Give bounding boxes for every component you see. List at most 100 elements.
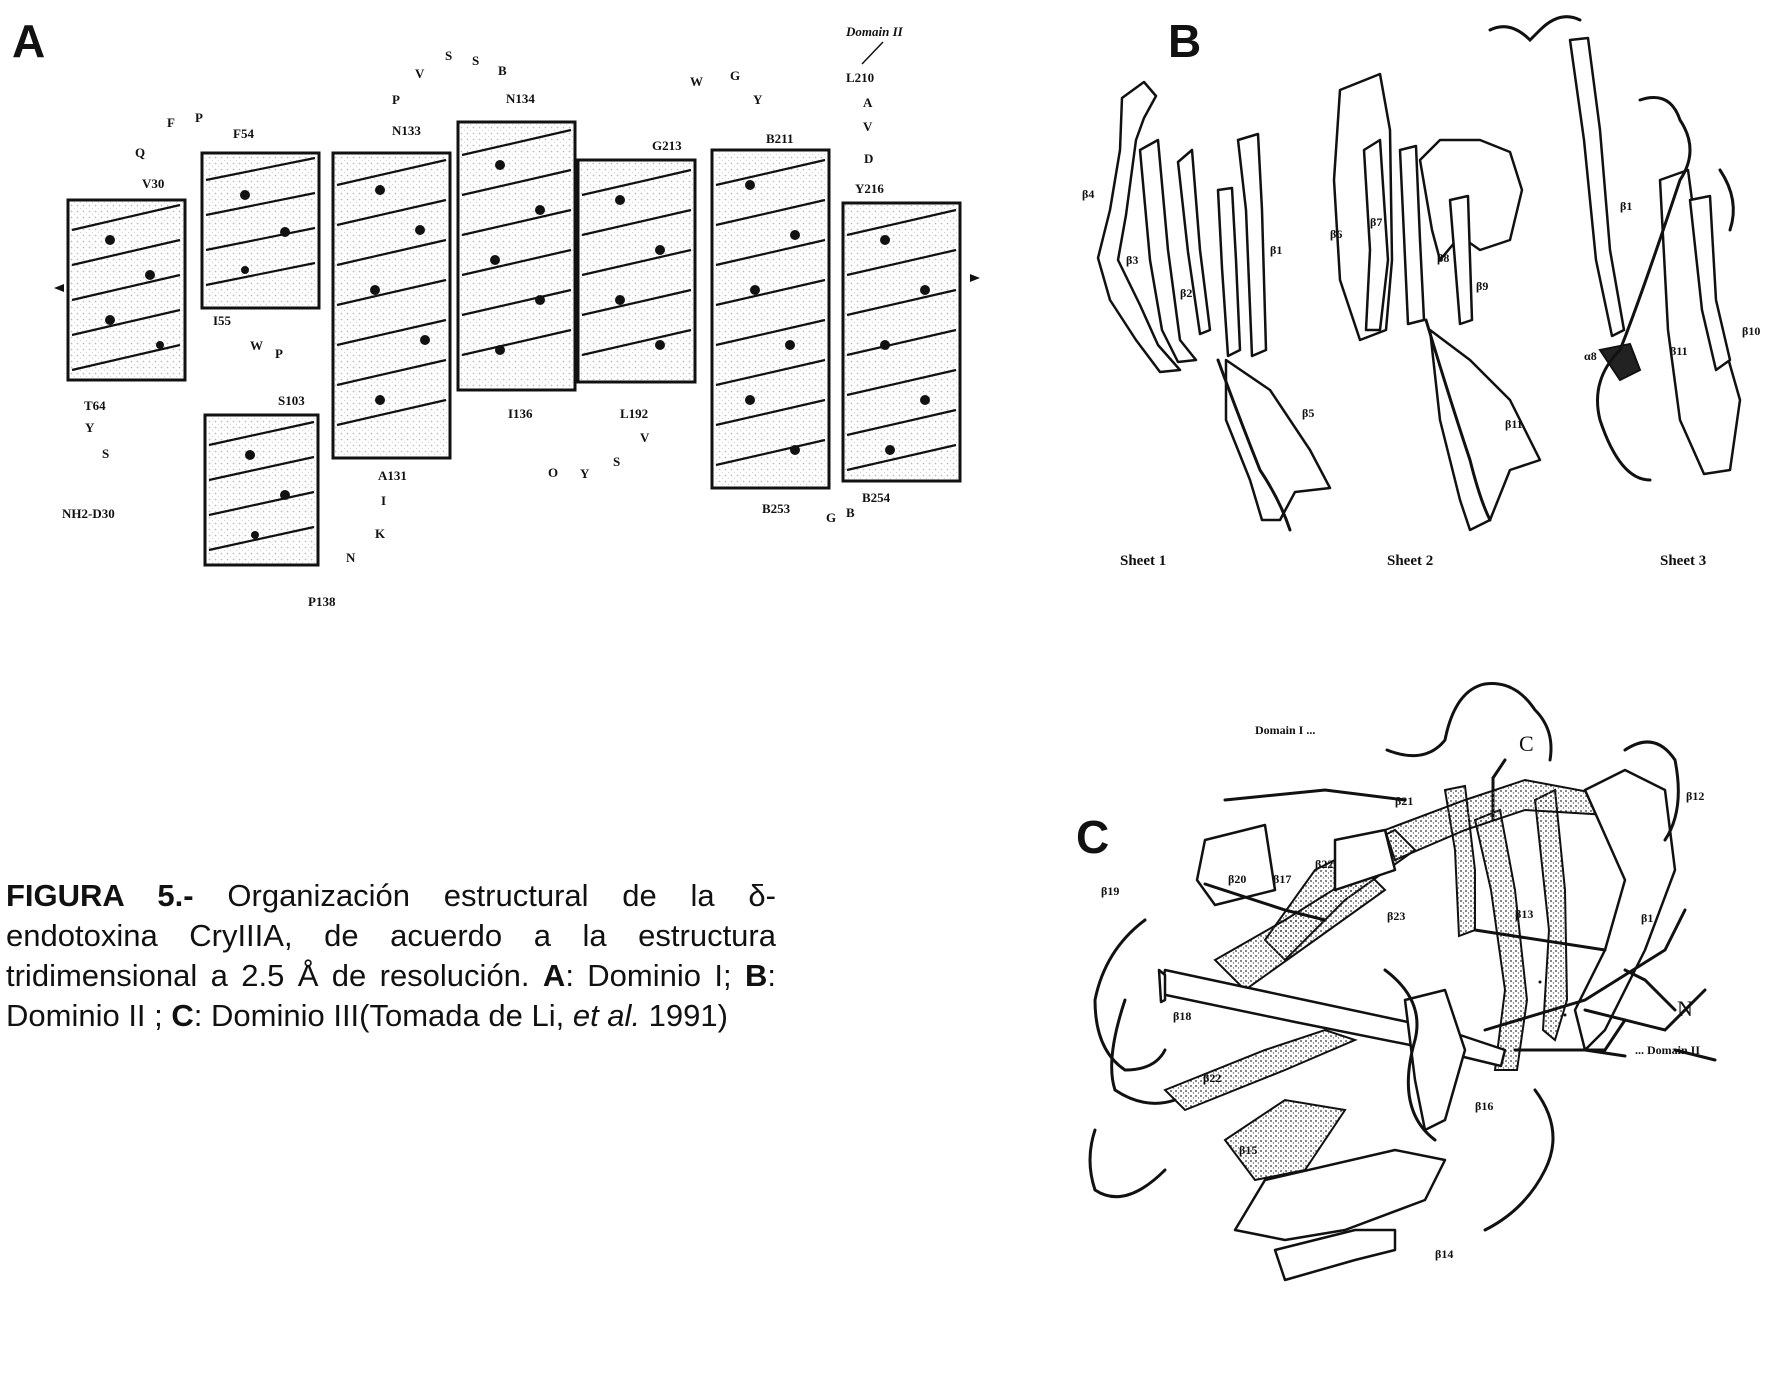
- figure-caption: FIGURA 5.- Organización estructural de l…: [6, 876, 776, 1036]
- loop-residue: B: [498, 63, 507, 78]
- residue-label: B254: [862, 490, 891, 505]
- strand-label: β12: [1686, 789, 1704, 803]
- loop-residue: P: [195, 110, 203, 125]
- sheet-1-label: Sheet 1: [1120, 553, 1166, 569]
- loop-residue: A: [863, 95, 873, 110]
- domain-i-label: Domain I ...: [1255, 723, 1315, 737]
- residue-label: N134: [506, 91, 535, 106]
- panel-b-sheets: β4 β3 β2 β1 β5 Sheet 1 β6 β7 β8 β9 β11 S…: [1040, 0, 1760, 600]
- loop-residue: V: [863, 119, 873, 134]
- loop-residue: W: [250, 338, 263, 353]
- sheet-1-ribbons: [1098, 82, 1330, 530]
- residue-label: Y216: [855, 181, 884, 196]
- caption-key-a: A: [543, 958, 565, 993]
- sheet-2-ribbons: [1334, 74, 1540, 530]
- loop-residue: S: [613, 454, 620, 469]
- strand-label: β1: [1641, 911, 1653, 925]
- residue-label: S103: [278, 393, 305, 408]
- caption-key-c: C: [171, 998, 193, 1033]
- residue-label: I136: [508, 406, 533, 421]
- loop-residue: Y: [580, 466, 590, 481]
- strand-label: β9: [1476, 279, 1488, 293]
- domain-ii-label: Domain II: [845, 24, 904, 39]
- strand-label: β21: [1395, 794, 1413, 808]
- panel-c-ribbon: Domain I ... C: [1065, 670, 1755, 1380]
- strand-label: β3: [1126, 253, 1138, 267]
- panel-a-helix-diagram: Domain II V30 F54 I55 S103 N133 N134 I13…: [40, 0, 1020, 620]
- c-terminus-label: C: [1519, 731, 1534, 756]
- residue-label: V30: [142, 176, 164, 191]
- helix-box-6: [578, 160, 695, 382]
- strand-label: β5: [1302, 406, 1314, 420]
- helix-box-1: [68, 200, 185, 380]
- helix-box-4: [333, 153, 450, 458]
- caption-et-al: et al.: [573, 998, 640, 1033]
- loop-residue: Y: [85, 420, 95, 435]
- loop-residue: B: [846, 505, 855, 520]
- residue-label: I55: [213, 313, 232, 328]
- strand-label: β2: [1180, 286, 1192, 300]
- loop-residue: I: [381, 493, 386, 508]
- loop-residue: S: [102, 446, 109, 461]
- helix-box-3: [205, 415, 318, 565]
- residue-label: B211: [766, 131, 793, 146]
- caption-text-a: : Dominio I;: [565, 958, 745, 993]
- residue-label: F54: [233, 126, 254, 141]
- loop-residue: G: [730, 68, 740, 83]
- strand-label: β10: [1742, 324, 1760, 338]
- residue-label: B253: [762, 501, 791, 516]
- strand-label: β4: [1082, 187, 1094, 201]
- loop-residue: Y: [753, 92, 763, 107]
- strand-label: β14: [1435, 1247, 1453, 1261]
- strand-label: β11: [1670, 344, 1688, 358]
- strand-label: β7: [1370, 215, 1382, 229]
- caption-key-b: B: [745, 958, 767, 993]
- sheet-3-ribbons: [1490, 17, 1740, 480]
- loop-residue: P: [392, 92, 400, 107]
- sheet-3-label: Sheet 3: [1660, 553, 1706, 569]
- residue-label: P138: [308, 594, 336, 609]
- n-terminus-label: N: [1677, 996, 1693, 1021]
- strand-label: β23: [1387, 909, 1405, 923]
- sheet-2-label: Sheet 2: [1387, 553, 1433, 569]
- strand-label: β8: [1437, 251, 1449, 265]
- loop-residue: O: [548, 465, 558, 480]
- strand-label: β19: [1101, 884, 1119, 898]
- strand-label: β20: [1228, 872, 1246, 886]
- domain-ii-label: ... Domain II: [1635, 1043, 1700, 1057]
- strand-label: β6: [1330, 227, 1342, 241]
- loop-residue: S: [472, 53, 479, 68]
- loop-residue: K: [375, 526, 386, 541]
- residue-label: G213: [652, 138, 682, 153]
- residue-label: N133: [392, 123, 421, 138]
- strand-label: β1: [1270, 243, 1282, 257]
- strand-label: β22: [1315, 857, 1333, 871]
- figure-label: FIGURA 5.-: [6, 878, 194, 913]
- residue-label: T64: [84, 398, 106, 413]
- loop-residue: G: [826, 510, 836, 525]
- helix-box-2: [202, 153, 319, 308]
- strand-label: β18: [1173, 1009, 1191, 1023]
- loop-residue: V: [415, 66, 425, 81]
- residue-label: L192: [620, 406, 648, 421]
- strand-label: α8: [1584, 349, 1597, 363]
- loop-residue: D: [864, 151, 873, 166]
- residue-label: A131: [378, 468, 407, 483]
- loop-residue: W: [690, 74, 703, 89]
- strand-label: β11: [1505, 417, 1523, 431]
- strand-label: β1: [1620, 199, 1632, 213]
- loop-residue: V: [640, 430, 650, 445]
- loop-residue: N: [346, 550, 356, 565]
- strand-label: β17: [1273, 872, 1291, 886]
- loop-residue: F: [167, 115, 175, 130]
- loop-residue: S: [445, 48, 452, 63]
- caption-year: 1991): [640, 998, 728, 1033]
- strand-label: β22: [1203, 1071, 1221, 1085]
- helix-box-5: [458, 122, 575, 390]
- strand-label: β15: [1239, 1143, 1257, 1157]
- strand-label: β13: [1515, 907, 1533, 921]
- residue-label: NH2-D30: [62, 506, 115, 521]
- helix-box-7: [712, 150, 829, 488]
- loop-residue: Q: [135, 145, 145, 160]
- residue-label: L210: [846, 70, 874, 85]
